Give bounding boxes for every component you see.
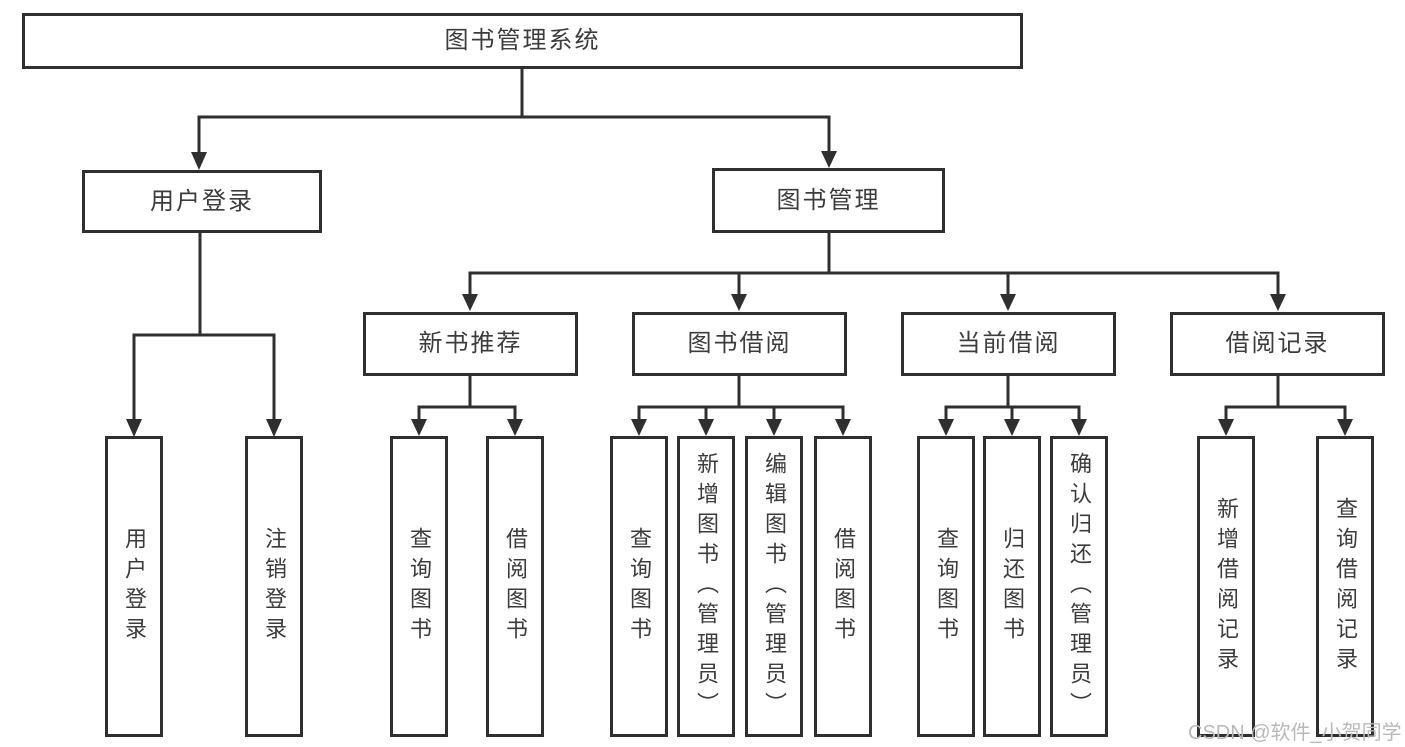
node-label: 图书借阅 [687,330,792,357]
leaf-recommend-query-books: 查询图书 [390,436,448,737]
node-label: 查询图书 [934,526,959,647]
leaf-borrow-query-books: 查询图书 [610,436,668,737]
leaf-current-confirm-return-admin: 确认归还（管理员） [1050,436,1108,737]
node-label: 查询图书 [627,526,652,647]
leaf-borrow-edit-books-admin: 编辑图书（管理员） [745,436,803,737]
node-label: 查询借阅记录 [1333,496,1358,677]
leaf-borrow-add-books-admin: 新增图书（管理员） [677,436,735,737]
leaf-logout-login: 注销登录 [245,436,303,737]
node-label: 新增借阅记录 [1214,496,1239,677]
leaf-current-return-books: 归还图书 [983,436,1041,737]
connector-paths [132,67,1347,424]
leaf-current-query-books: 查询图书 [917,436,975,737]
node-label: 注销登录 [262,526,287,647]
node-label: 确认归还（管理员） [1067,451,1092,722]
node-label: 借阅图书 [503,526,528,647]
node-book-management: 图书管理 [712,168,945,233]
node-label: 图书管理 [776,186,881,214]
node-new-book-recommend: 新书推荐 [363,312,578,376]
node-label: 借阅图书 [831,526,856,647]
leaf-user-login: 用户登录 [105,436,163,737]
node-label: 编辑图书（管理员） [762,451,787,722]
leaf-records-query-borrow-record: 查询借阅记录 [1316,436,1374,737]
node-label: 当前借阅 [956,330,1061,357]
node-user-login: 用户登录 [82,170,322,233]
node-book-borrowing: 图书借阅 [632,312,847,376]
node-label: 借阅记录 [1225,330,1330,357]
node-label: 用户登录 [122,526,147,647]
leaf-records-add-borrow-record: 新增借阅记录 [1197,436,1255,737]
node-current-borrowing: 当前借阅 [901,312,1116,376]
leaf-borrow-borrow-books: 借阅图书 [814,436,872,737]
node-label: 归还图书 [1000,526,1025,647]
node-borrowing-records: 借阅记录 [1170,312,1385,376]
node-label: 图书管理系统 [444,27,601,54]
node-label: 新书推荐 [418,330,523,357]
csdn-watermark: CSDN @软件_小贺同学 [1188,722,1402,744]
leaf-recommend-borrow-books: 借阅图书 [486,436,544,737]
node-label: 新增图书（管理员） [694,451,719,722]
node-library-management-system: 图书管理系统 [22,13,1023,69]
arrowheads [126,151,1353,437]
node-label: 用户登录 [150,187,254,215]
node-label: 查询图书 [407,526,432,647]
